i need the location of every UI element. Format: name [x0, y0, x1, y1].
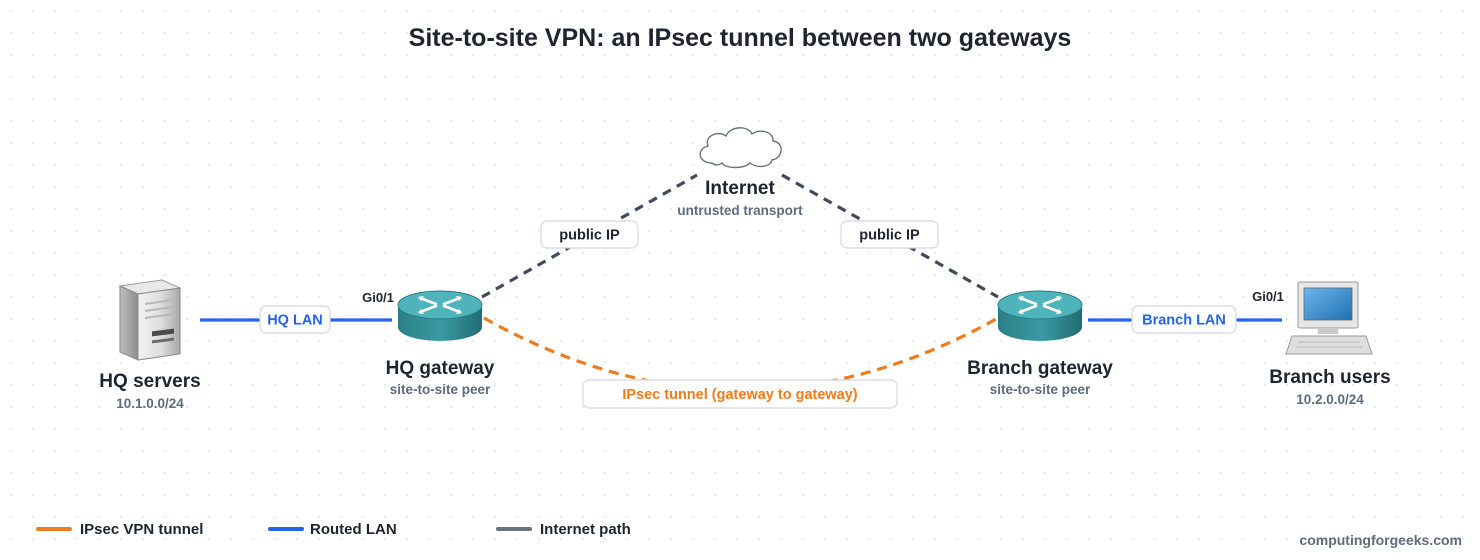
hq-gateway-node: HQ gateway site-to-site peer [386, 290, 495, 397]
branch-gateway-node: Branch gateway site-to-site peer [967, 290, 1113, 397]
cloud-icon [699, 127, 782, 169]
branch-port-label: Gi0/1 [1252, 289, 1284, 304]
branch-users-node: Branch users 10.2.0.0/24 [1269, 281, 1391, 407]
router-icon [997, 290, 1083, 341]
svg-text:Internet path: Internet path [540, 521, 631, 538]
svg-text:public IP: public IP [859, 228, 920, 244]
hq-gateway-role: site-to-site peer [390, 382, 491, 397]
ipsec-tunnel-label: IPsec tunnel (gateway to gateway) [582, 379, 898, 409]
branch-gateway-name: Branch gateway [967, 358, 1113, 379]
branch-public-ip-label: public IP [840, 220, 939, 249]
svg-text:HQ LAN: HQ LAN [267, 313, 323, 329]
page-title: Site-to-site VPN: an IPsec tunnel betwee… [409, 24, 1072, 52]
hq-lan-label: HQ LAN [259, 305, 331, 334]
server-icon [118, 279, 182, 361]
workstation-icon [1285, 281, 1373, 355]
internet-role: untrusted transport [677, 203, 803, 218]
internet-name: Internet [705, 178, 775, 199]
legend-item-tunnel: IPsec VPN tunnel [36, 521, 203, 538]
hq-public-ip-label: public IP [540, 220, 639, 249]
ipsec-tunnel-path [483, 316, 999, 392]
svg-text:Branch LAN: Branch LAN [1142, 313, 1226, 329]
svg-text:IPsec VPN tunnel: IPsec VPN tunnel [80, 521, 203, 538]
branch-users-name: Branch users [1269, 367, 1390, 388]
branch-gateway-role: site-to-site peer [990, 382, 1091, 397]
svg-text:Routed LAN: Routed LAN [310, 521, 397, 538]
legend-item-lan: Routed LAN [268, 521, 397, 538]
branch-lan-label: Branch LAN [1131, 305, 1237, 334]
internet-node: Internet untrusted transport [677, 127, 803, 218]
hq-servers-name: HQ servers [99, 371, 200, 392]
hq-servers-subnet: 10.1.0.0/24 [116, 396, 184, 411]
hq-servers-node: HQ servers 10.1.0.0/24 [99, 279, 201, 411]
router-icon [397, 290, 483, 341]
branch-users-subnet: 10.2.0.0/24 [1296, 392, 1364, 407]
site-credit: computingforgeeks.com [1299, 532, 1462, 548]
svg-text:IPsec tunnel (gateway to gatew: IPsec tunnel (gateway to gateway) [622, 387, 857, 403]
legend: IPsec VPN tunnel Routed LAN Internet pat… [36, 521, 631, 538]
hq-port-label: Gi0/1 [362, 290, 394, 305]
legend-item-internet: Internet path [496, 521, 631, 538]
svg-text:public IP: public IP [559, 228, 620, 244]
hq-gateway-name: HQ gateway [386, 358, 495, 379]
